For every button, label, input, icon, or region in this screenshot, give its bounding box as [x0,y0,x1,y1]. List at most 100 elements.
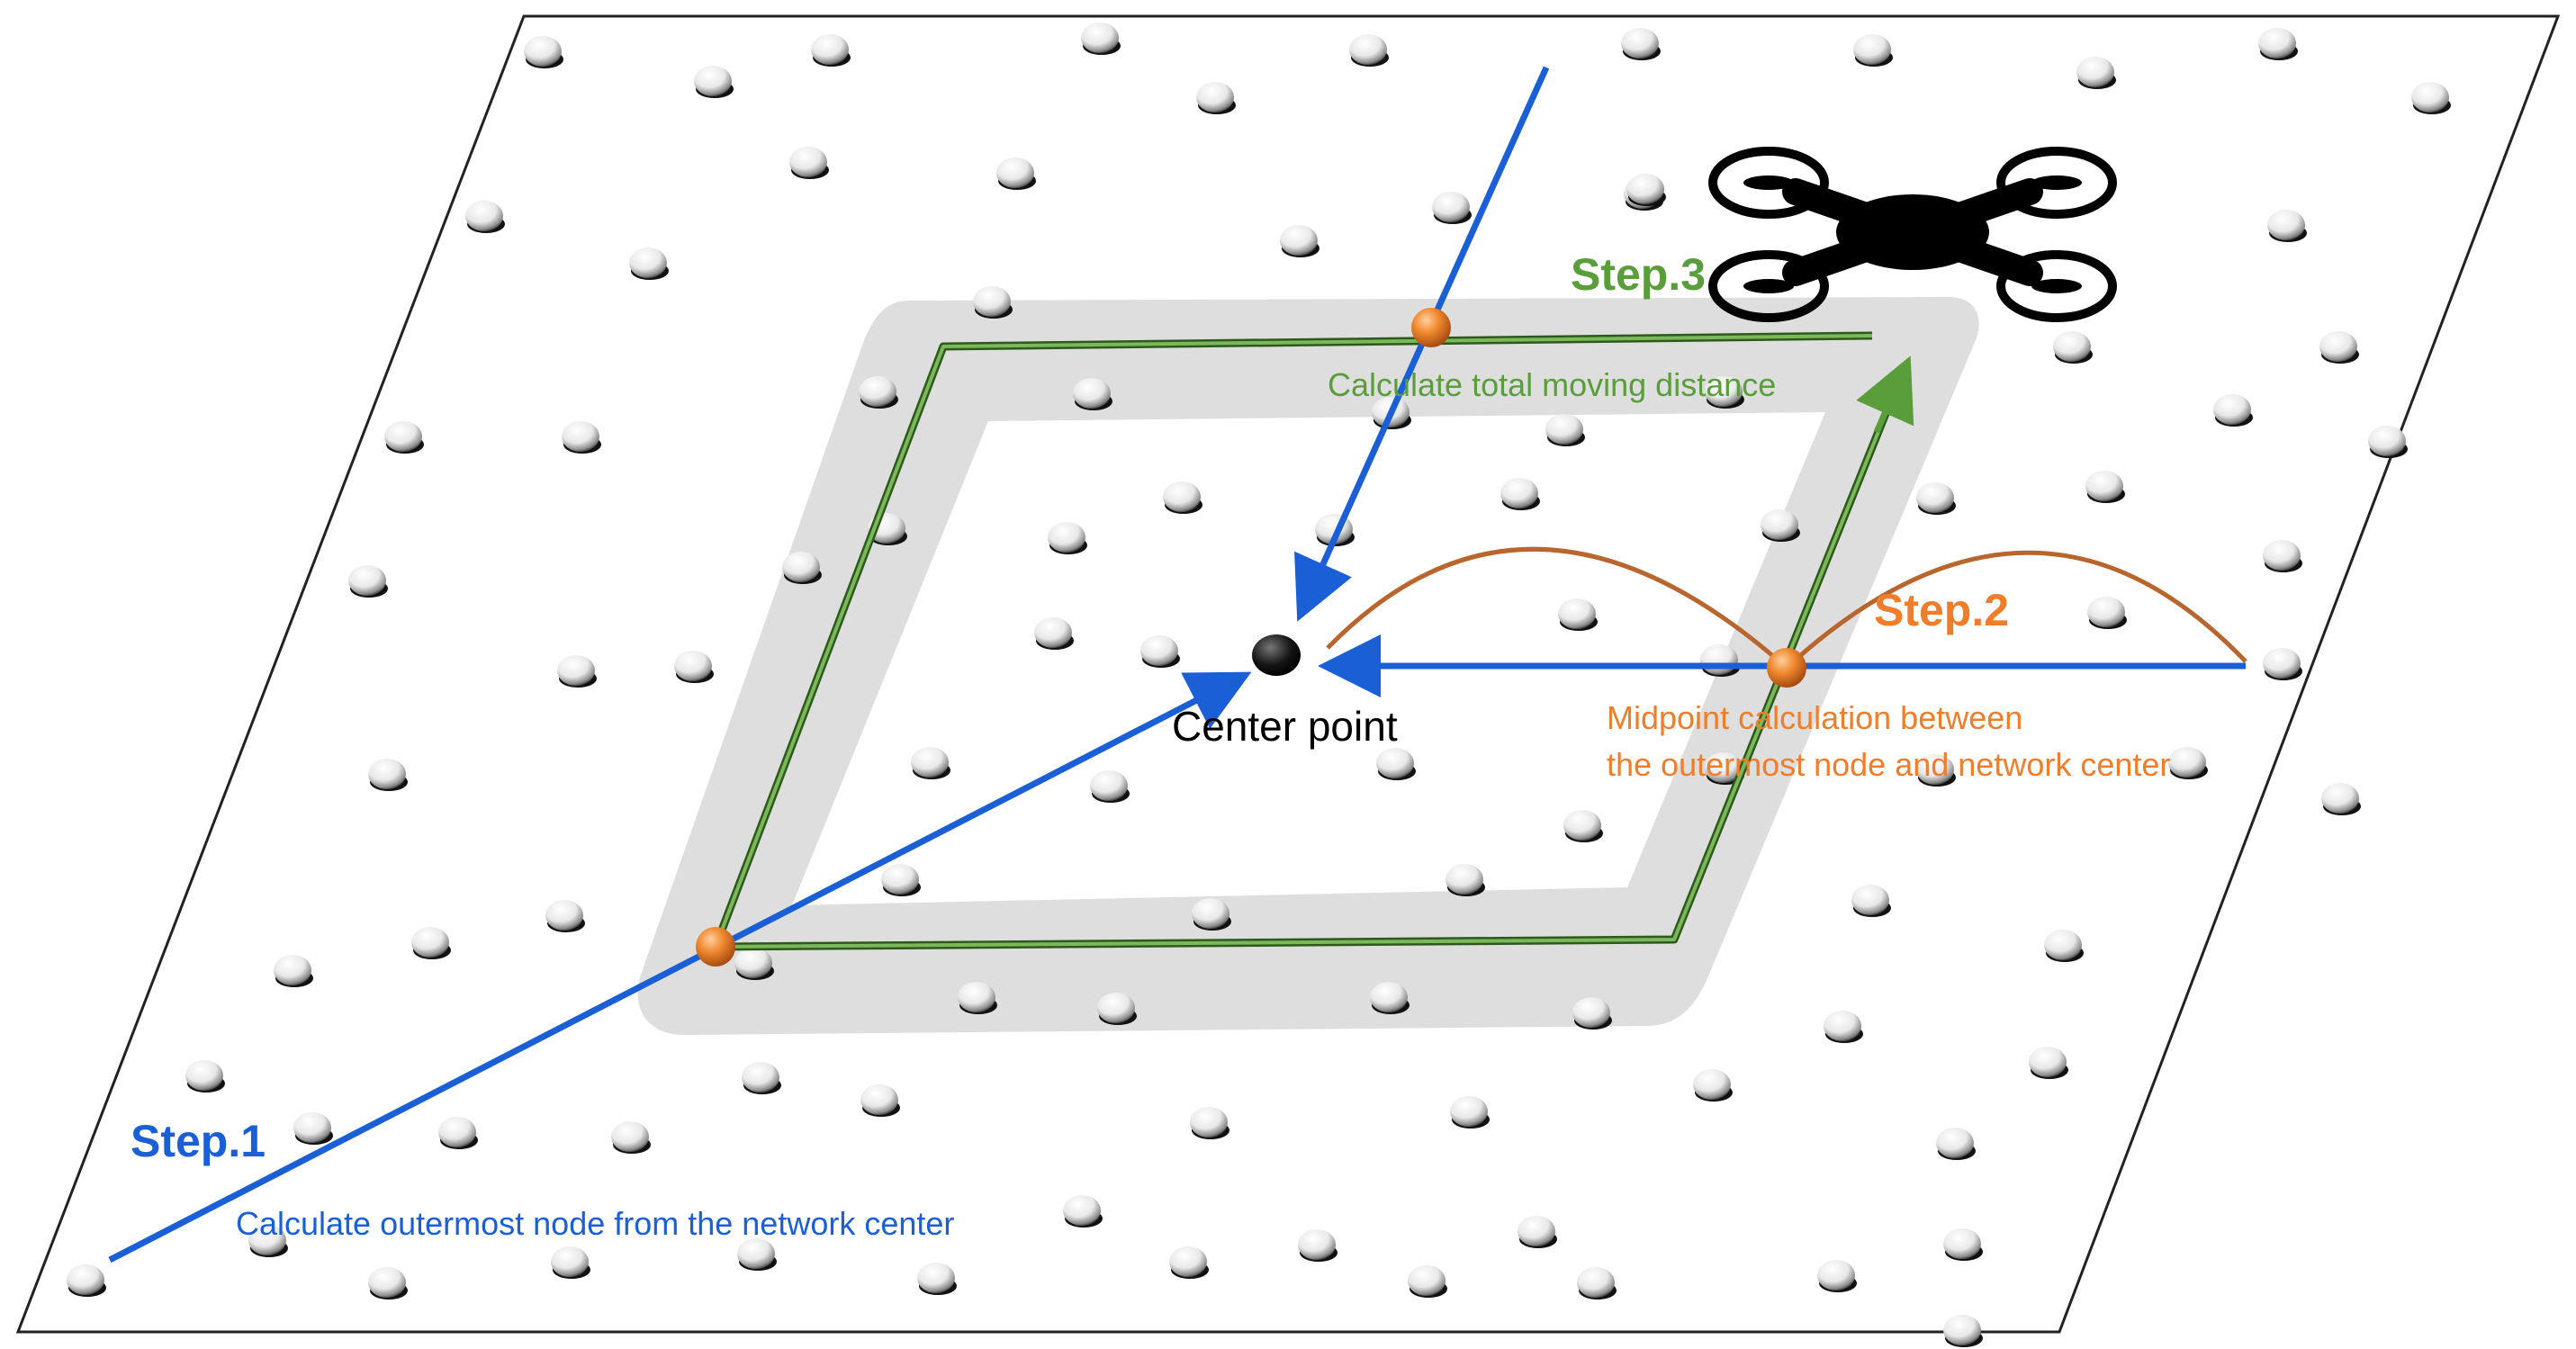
sensor-node-icon [1140,635,1178,666]
sensor-node-icon [1545,414,1583,445]
sensor-node-icon [1408,1265,1446,1296]
sensor-node-icon [1048,522,1085,553]
green-tour-arrow [1856,355,1914,434]
sensor-node-icon [1621,28,1659,58]
sensor-node-icon [551,1246,589,1277]
sensor-node-icon [1943,1315,1981,1345]
tour-band [637,297,1979,1035]
sensor-node-icon [274,955,311,985]
sensor-node-icon [1169,1246,1207,1277]
sensor-node-icon [881,864,919,895]
midpoint-marker-icon [696,927,735,967]
step2-title: Step.2 [1874,585,2009,635]
sensor-node-icon [1700,644,1738,675]
step2-description-line1: Midpoint calculation between [1607,699,2022,736]
sensor-node-icon [1280,225,1318,256]
sensor-node-icon [2263,540,2301,571]
midpoint-marker-icon [1411,308,1451,347]
sensor-node-icon [1432,192,1470,222]
sensor-node-icon [293,1112,331,1143]
sensor-node-icon [384,421,422,452]
sensor-node-icon [1626,174,1664,204]
sensor-node-icon [368,1267,406,1298]
sensor-node-icon [1943,1228,1981,1259]
sensor-node-icon [1192,898,1229,929]
sensor-node-icon [1349,34,1387,65]
sensor-node-icon [694,66,732,96]
step1-description: Calculate outermost node from the networ… [236,1205,954,1242]
sensor-node-icon [465,201,503,231]
sensor-node-icon [742,1062,779,1093]
sensor-node-icon [958,982,995,1012]
sensor-node-icon [1034,617,1072,648]
step2-arc-right [1785,550,2247,670]
sensor-node-icon [2321,783,2359,814]
step3-description: Calculate total moving distance [1328,366,1776,403]
sensor-node-icon [1936,1128,1974,1158]
sensor-node-icon [248,1225,286,1255]
sensor-node-icon [1916,482,1954,513]
sensor-node-icon [2213,394,2251,425]
sensor-node-icon [782,552,820,582]
sensor-node-icon [2085,471,2123,501]
sensor-node-icon [1298,1229,1336,1260]
quadcopter-icon [1708,147,2117,322]
sensor-node-icon [545,900,583,931]
sensor-node-icon [911,747,949,778]
sensor-node-icon [524,36,562,67]
sensor-node-icon [2411,82,2449,112]
step3-title: Step.3 [1571,249,1706,300]
sensor-node-icon [1450,1096,1488,1127]
sensor-node-icon [2263,648,2301,679]
sensor-node-icon [917,1263,955,1293]
step1-arrow [108,671,1252,1264]
sensor-node-icon [1376,748,1414,778]
sensor-node-icon [411,927,449,958]
sensor-node-icon [1446,864,1483,895]
sensor-node-icon [2258,28,2296,58]
sensor-node-icon [1163,481,1201,512]
sensor-node-icon [1817,1260,1855,1291]
sensor-node-icon [1073,378,1111,409]
sensor-node-icon [1851,885,1889,915]
sensor-node-icon [1853,34,1891,65]
sensor-node-icon [1705,752,1743,783]
sensor-node-icon [1081,22,1119,53]
sensor-node-icon [185,1060,223,1091]
sensor-node-icon [1518,1216,1555,1246]
sensor-node-icon [1558,598,1596,629]
sensor-node-icon [2168,747,2206,778]
sensor-node-icon [67,1264,104,1295]
sensor-node-icon [734,948,772,978]
sensor-node-icon [996,157,1034,188]
sensor-node-icon [557,655,595,686]
sensor-node-icon [438,1117,476,1147]
midpoint-marker-icon [1767,648,1806,688]
sensor-node-icon [1577,1267,1615,1298]
sensor-node-icon [1572,997,1610,1028]
sensor-node-icon [1190,1107,1228,1138]
sensor-node-icon [1090,770,1128,801]
sensor-node-icon [1063,1195,1101,1226]
sensor-node-icon [348,565,386,596]
sensor-node-icon [629,247,667,278]
sensor-node-icon [789,147,827,177]
sensor-node-icon [1370,982,1408,1012]
sensor-node-icon [1705,376,1743,407]
network-center-icon [1252,634,1301,676]
sensor-node-icon [1500,478,1538,508]
sensor-node-icon [860,1084,898,1115]
sensor-node-icon [1563,810,1601,841]
sensor-nodes [67,22,2451,1347]
sensor-node-icon [2368,426,2406,456]
sensor-node-icon [1824,1011,1861,1041]
sensor-node-icon [1097,993,1135,1023]
sensor-node-icon [859,376,896,407]
sensor-node-icon [2267,210,2305,240]
sensor-node-icon [811,34,849,65]
sensor-node-icon [674,651,712,681]
sensor-node-icon [737,1238,775,1269]
sensor-node-icon [2319,331,2357,362]
sensor-node-icon [2029,1047,2067,1077]
